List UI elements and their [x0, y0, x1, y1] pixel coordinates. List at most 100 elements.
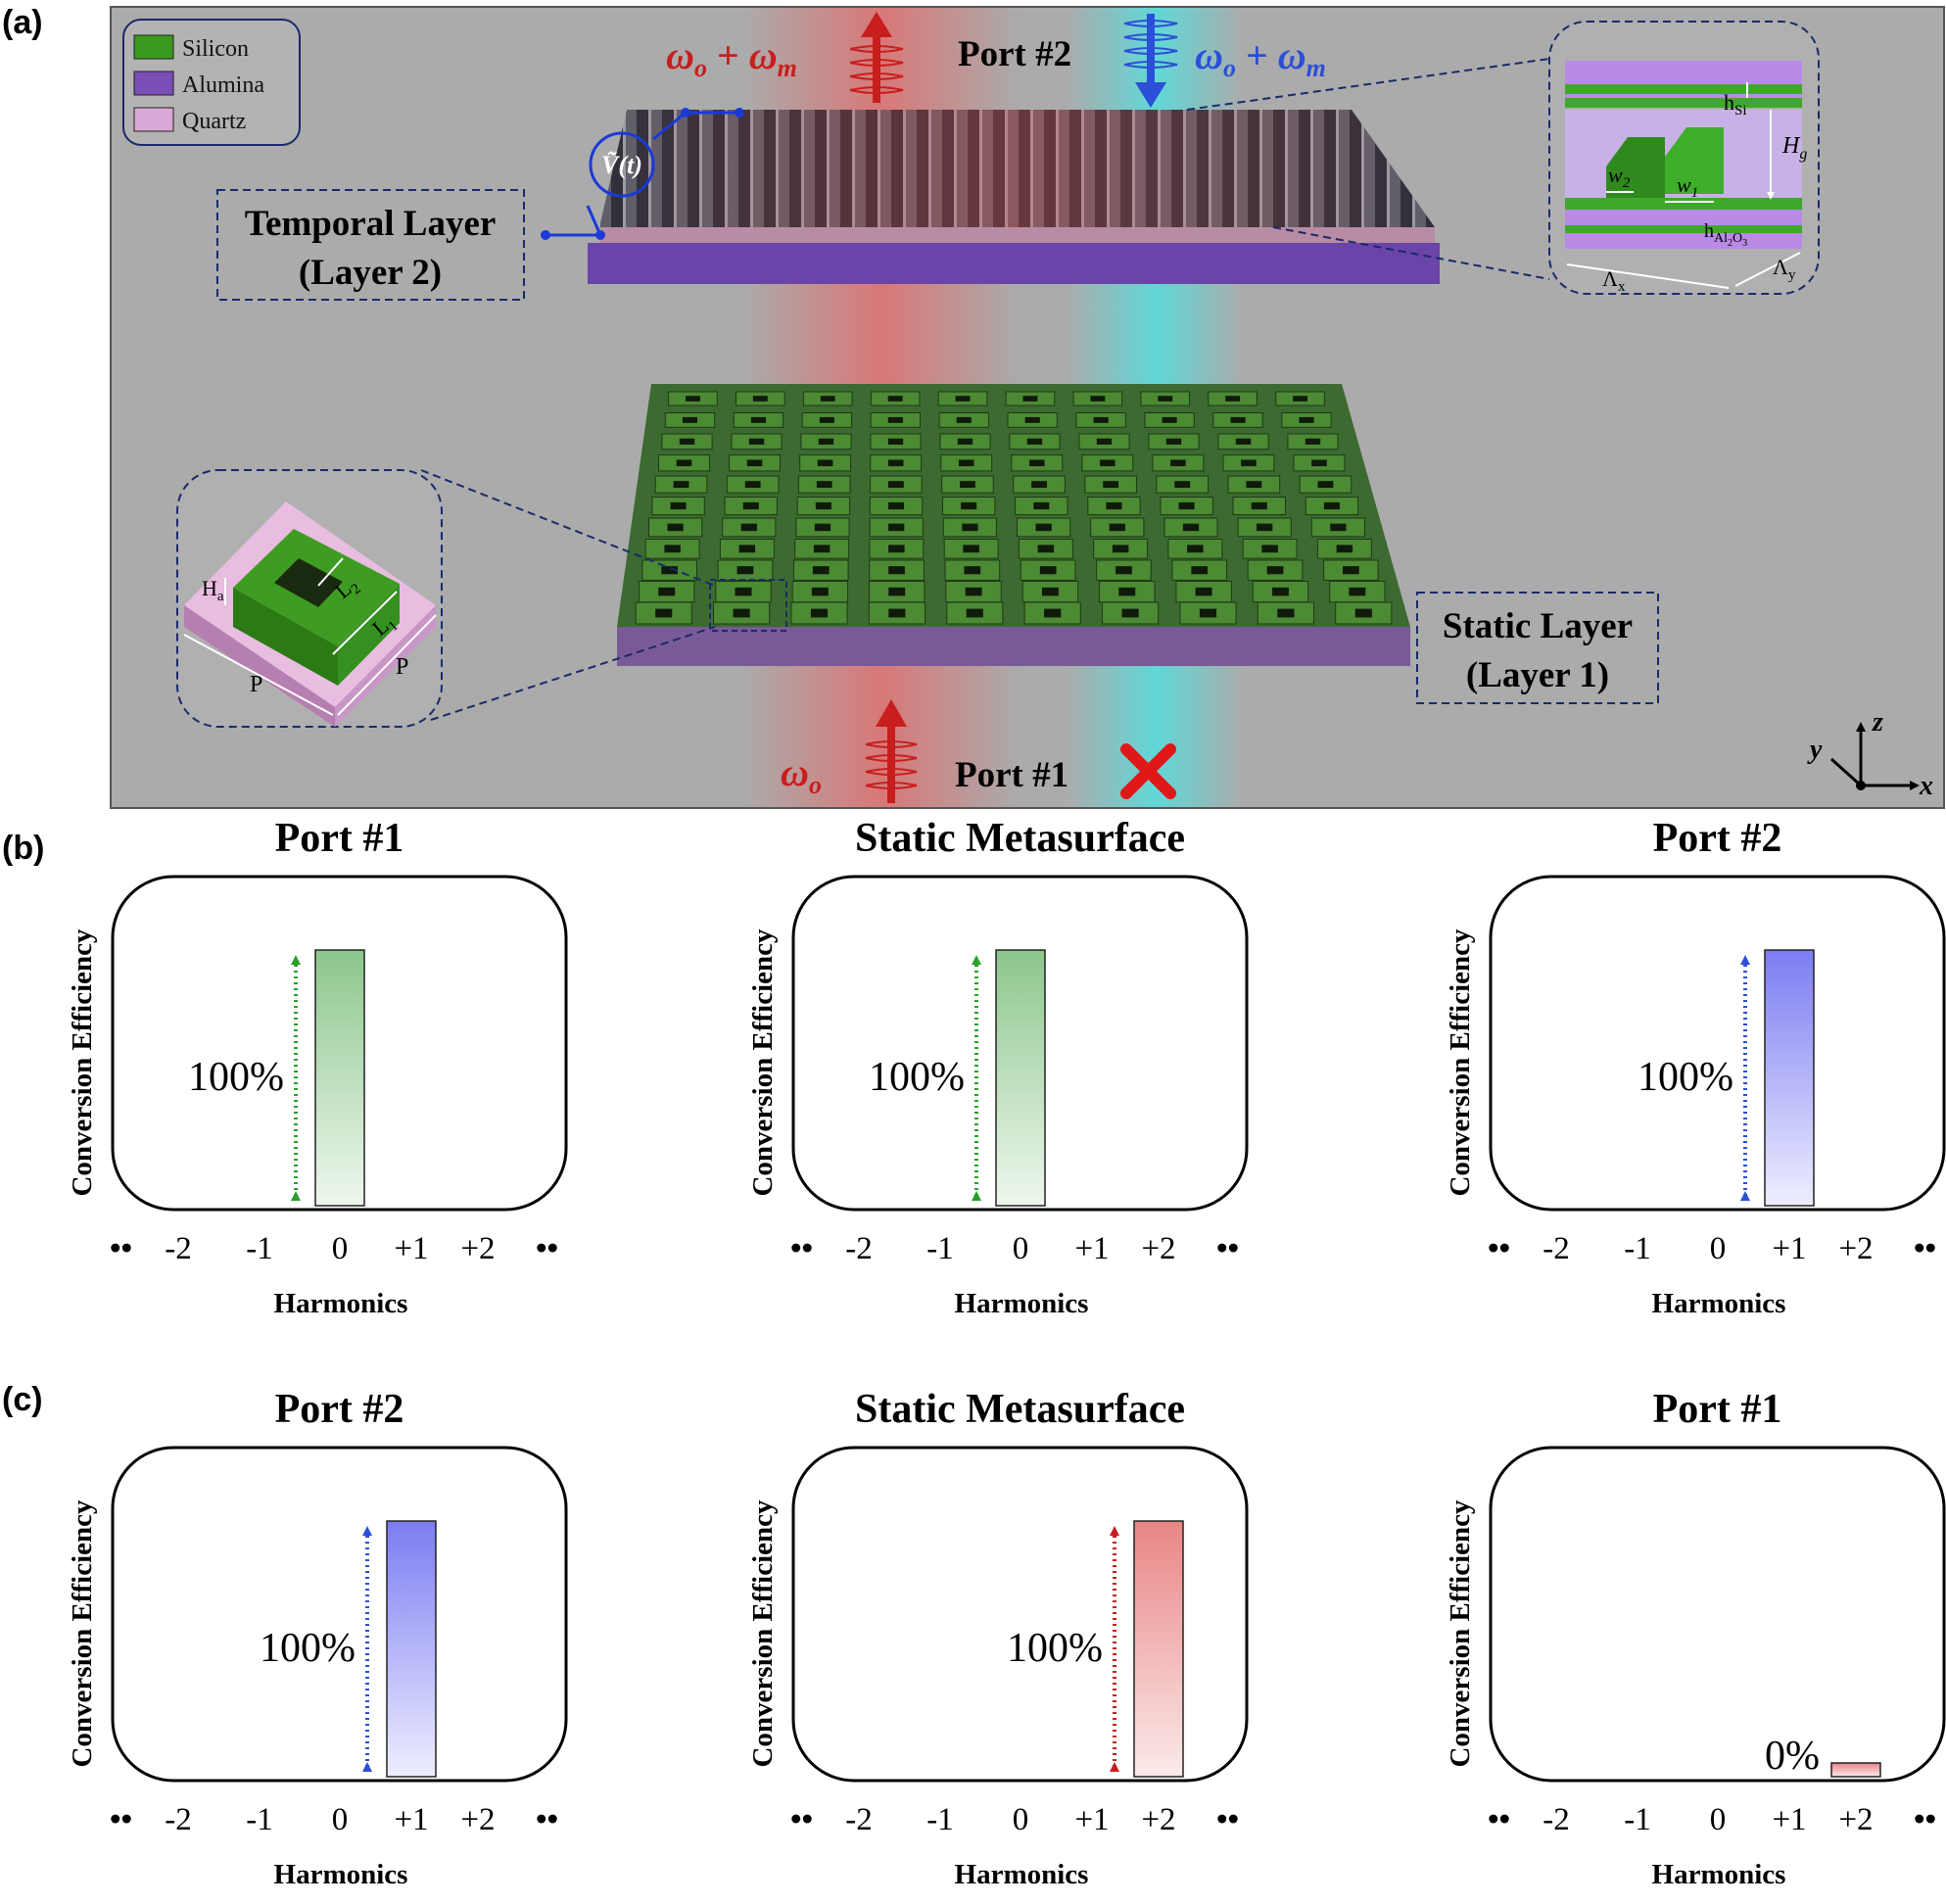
unit-cell-hole	[682, 416, 698, 423]
unit-cell-hole	[1354, 608, 1372, 618]
axis-y-label: y	[1807, 735, 1823, 765]
x-tick-label: -1	[246, 1802, 273, 1837]
x-tick-label: -2	[165, 1231, 192, 1266]
unit-cell-hole	[1257, 523, 1273, 532]
unit-cell-hole	[961, 501, 977, 510]
unit-cell-hole	[955, 396, 971, 402]
x-tick-label: +2	[1141, 1802, 1175, 1837]
x-axis-label: Harmonics	[955, 1859, 1089, 1890]
unit-cell-hole	[962, 523, 978, 532]
x-axis-label: Harmonics	[1652, 1288, 1786, 1319]
unit-cell-hole	[1118, 587, 1136, 596]
unit-cell-hole	[814, 523, 831, 532]
unit-cell-hole	[965, 587, 982, 596]
ellipsis-left: ••	[1488, 1231, 1510, 1266]
unit-cell-hole	[1165, 438, 1182, 445]
y-axis-label: Conversion Efficiency	[67, 928, 98, 1197]
legend-label-alumina: Alumina	[182, 72, 264, 98]
output-frequency-label: ωo + ωm	[666, 33, 797, 82]
lambda-y-label: Λy	[1773, 255, 1796, 283]
value-label: 100%	[188, 1055, 284, 1100]
unit-cell-hole	[816, 481, 832, 489]
unit-cell-hole	[888, 523, 905, 532]
unit-cell-hole	[1031, 481, 1047, 489]
y-axis-label: Conversion Efficiency	[747, 1499, 779, 1768]
unit-cell-hole	[1044, 608, 1062, 618]
unit-cell-hole	[1330, 523, 1347, 532]
p-label-2: P	[396, 654, 408, 680]
unit-cell-hole	[966, 608, 983, 618]
w2-label: w2	[1608, 163, 1631, 191]
y-axis-label: Conversion Efficiency	[1445, 1499, 1476, 1768]
x-tick-label: 0	[1013, 1231, 1029, 1266]
unit-cell-hole	[1199, 608, 1217, 618]
unit-cell-hole	[1112, 545, 1129, 553]
bar	[386, 1520, 437, 1778]
unit-cell-hole	[752, 396, 768, 402]
materials-legend: Silicon Alumina Quartz	[122, 19, 301, 146]
x-tick-label: +1	[1772, 1802, 1806, 1837]
x-tick-label: -1	[926, 1802, 954, 1837]
unit-cell-hole	[744, 481, 761, 489]
x-tick-label: +1	[1772, 1231, 1806, 1266]
x-tick-label: 0	[1710, 1802, 1727, 1837]
svg-text:ωo + ωm: ωo + ωm	[666, 33, 797, 82]
unit-cell-hole	[1343, 566, 1359, 575]
unit-cell-hole	[812, 566, 830, 575]
unit-cell-hole	[960, 481, 975, 489]
unit-cell-hole	[1115, 566, 1132, 575]
unit-cell-hole	[1170, 459, 1186, 466]
unit-cell-hole	[1336, 545, 1353, 553]
unit-cell-hole	[820, 396, 835, 402]
x-tick-label: -1	[1624, 1231, 1651, 1266]
unit-cell-hole	[888, 566, 905, 575]
h-al2o3-label: hAl2O3	[1704, 220, 1747, 249]
unit-cell-hole	[1039, 566, 1057, 575]
blocked-cross-icon	[1120, 743, 1176, 799]
legend-label-quartz: Quartz	[182, 109, 246, 134]
diagram-panel: Silicon Alumina Quartz Temporal Layer (L…	[110, 6, 1945, 809]
unit-cell-hole	[811, 587, 829, 596]
chart-title: Static Metasurface	[855, 1387, 1185, 1432]
unit-cell-hole	[1182, 523, 1200, 532]
unit-cell-hole	[733, 608, 750, 618]
unit-cell-hole	[1246, 481, 1262, 489]
unit-cell-hole	[888, 545, 905, 553]
unit-cell-hole	[1162, 416, 1177, 423]
unit-cell-hole	[818, 438, 834, 445]
unit-cell-hole	[1026, 438, 1043, 445]
unit-cell-hole	[736, 566, 754, 575]
bar	[1133, 1520, 1184, 1778]
unit-cell-hole	[670, 501, 687, 510]
unit-cell-hole	[810, 608, 829, 618]
x-tick-label: 0	[332, 1231, 349, 1266]
incident-input-arrow	[865, 699, 918, 803]
unit-cell-hole	[1178, 501, 1195, 510]
h-g-label: Hg	[1781, 133, 1807, 163]
unit-cell-hole	[1195, 587, 1212, 596]
x-tick-label: -2	[845, 1231, 873, 1266]
bar	[314, 949, 365, 1207]
voltage-source: Ṽ(t)	[541, 108, 744, 240]
unit-cell-hole	[1103, 481, 1119, 489]
static-layer-label: Static Layer (Layer 1)	[1416, 592, 1659, 704]
unit-cell-hole	[740, 523, 757, 532]
unit-cell-hole	[1311, 459, 1327, 466]
x-tick-label: -1	[926, 1231, 954, 1266]
ellipsis-left: ••	[790, 1802, 813, 1837]
unit-cell-hole	[1251, 501, 1267, 510]
downward-input-arrow	[1123, 14, 1178, 108]
unit-cell-hole	[887, 481, 904, 489]
legend-label-silicon: Silicon	[182, 36, 249, 62]
unit-cell-hole	[679, 438, 695, 445]
voltage-symbol: Ṽ(t)	[601, 151, 642, 179]
unit-cell-hole	[1090, 396, 1106, 402]
h-si-label: hSi	[1724, 90, 1747, 119]
unit-cell-hole	[1109, 523, 1125, 532]
unit-cell-hole	[1266, 566, 1284, 575]
unit-cell-hole	[658, 587, 676, 596]
unit-cell-hole	[958, 459, 974, 466]
